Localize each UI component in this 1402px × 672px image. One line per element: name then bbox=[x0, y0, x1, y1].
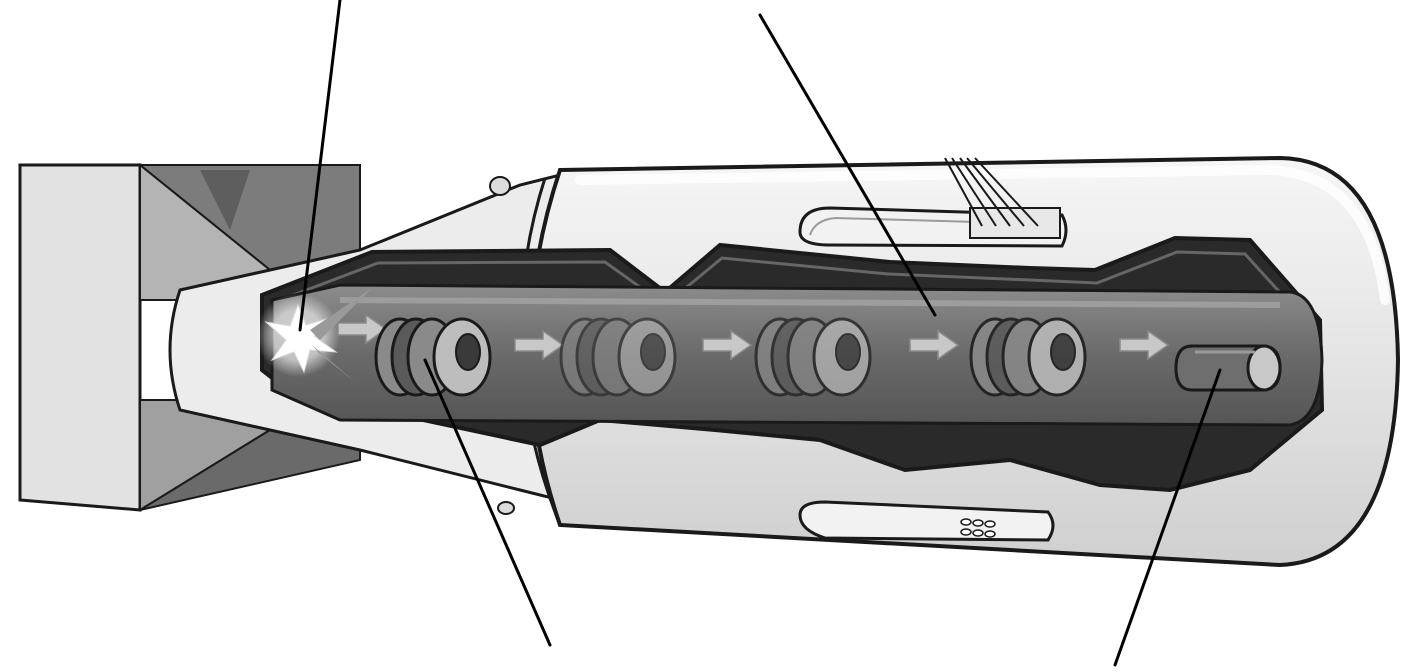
projectile-stage-1 bbox=[376, 319, 490, 395]
projectile-stage-2 bbox=[561, 319, 675, 395]
projectile-core bbox=[641, 334, 665, 370]
projectile-core bbox=[836, 334, 860, 370]
projectile-stage-4 bbox=[971, 319, 1085, 395]
tail-cone-lug-bottom bbox=[498, 502, 514, 514]
projectile-core bbox=[456, 334, 480, 370]
projectile-stage-3 bbox=[756, 319, 870, 395]
tail-cone-lug-top bbox=[490, 177, 510, 195]
tail-fin-front-face bbox=[20, 165, 140, 510]
projectile-core bbox=[1051, 334, 1075, 370]
antenna-base bbox=[970, 208, 1060, 238]
uranium-target bbox=[1176, 346, 1280, 390]
